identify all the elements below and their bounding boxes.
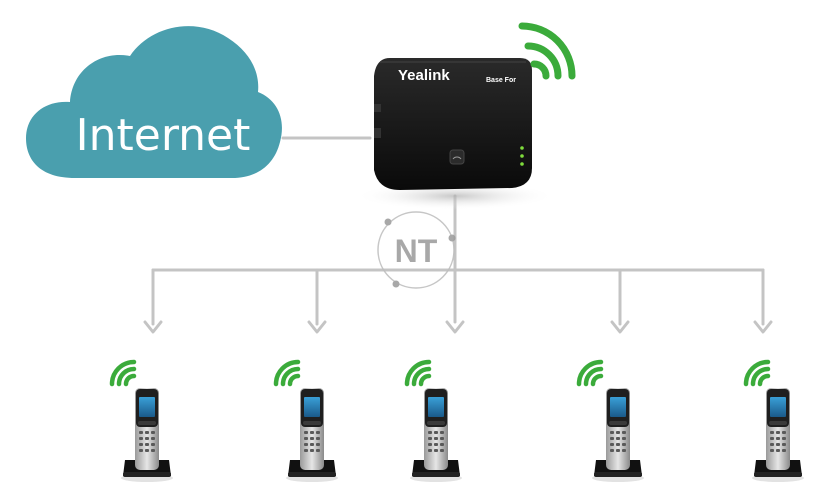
arrow-down-icon <box>307 320 327 334</box>
model-label: Base For <box>486 77 516 84</box>
wifi-signal-icon <box>407 362 429 384</box>
watermark-text: NT <box>395 233 438 269</box>
handset-2 <box>286 388 338 482</box>
nt-watermark-logo: NT <box>377 211 456 289</box>
arrow-down-icon <box>445 320 465 334</box>
status-led <box>520 162 524 166</box>
handset-3 <box>410 388 462 482</box>
internet-cloud: Internet <box>26 26 282 178</box>
base-station: Yealink Base For <box>355 58 555 210</box>
wifi-signal-icon <box>112 362 134 384</box>
wifi-signal-icon <box>518 22 576 80</box>
arrow-down-icon <box>753 320 773 334</box>
wifi-signal-icon <box>579 362 601 384</box>
brand-label: Yealink <box>398 67 450 84</box>
ethernet-port <box>374 104 381 112</box>
handsets <box>121 388 804 482</box>
base-body <box>374 58 532 190</box>
handset-4 <box>592 388 644 482</box>
wifi-signal-icon <box>746 362 768 384</box>
status-led <box>520 154 524 158</box>
arrow-down-icon <box>143 320 163 334</box>
handset-signals <box>112 362 768 384</box>
handset-1 <box>121 388 173 482</box>
arrow-heads <box>143 320 773 334</box>
cloud-icon <box>26 26 282 178</box>
connector-lines <box>151 136 765 326</box>
arrow-down-icon <box>610 320 630 334</box>
cloud-label: Internet <box>76 110 251 161</box>
wifi-signal-icon <box>276 362 298 384</box>
status-led <box>520 146 524 150</box>
handset-5 <box>752 388 804 482</box>
